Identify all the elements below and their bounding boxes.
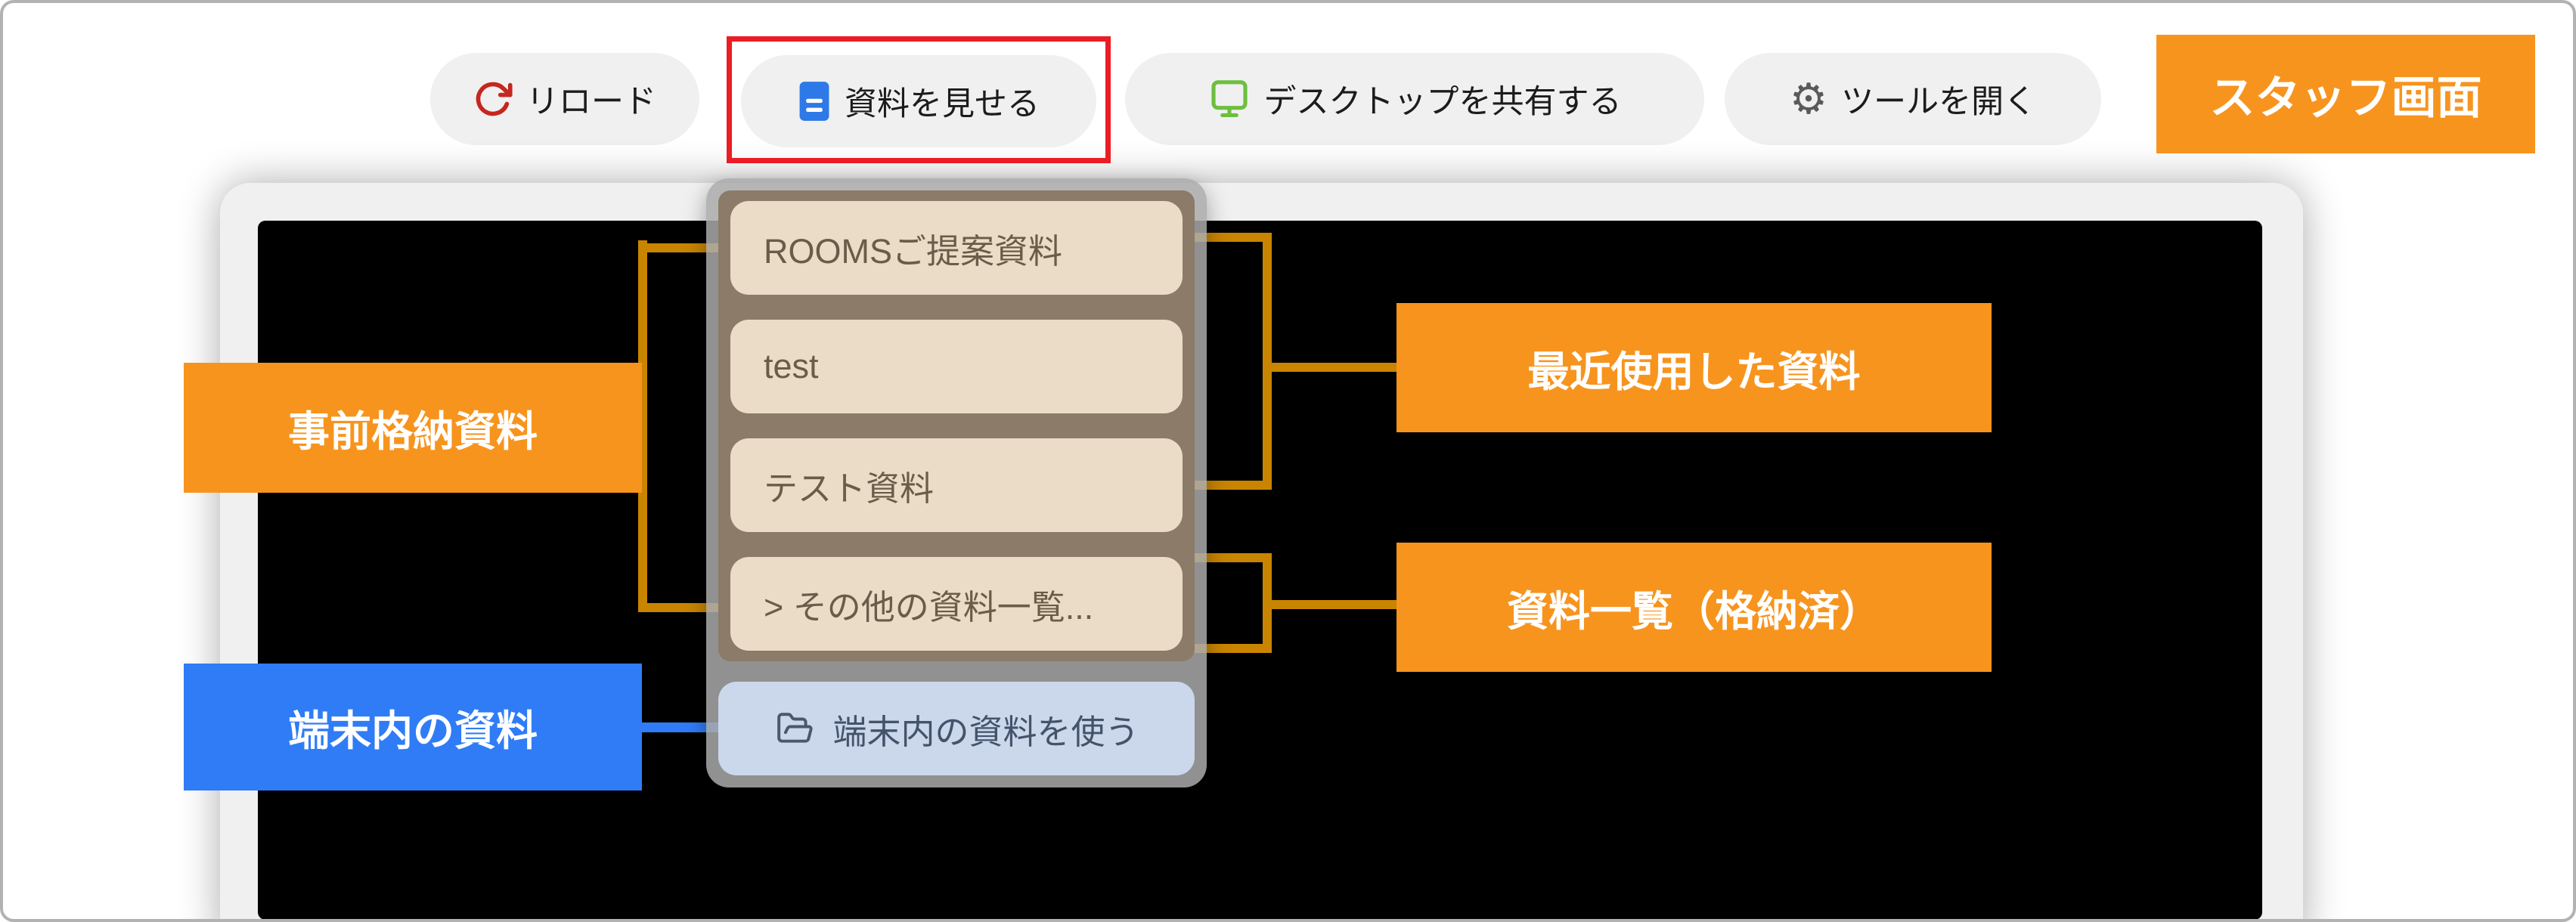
share-desktop-label: デスクトップを共有する bbox=[1263, 84, 1622, 120]
stored-documents-list: ROOMSご提案資料 test テスト資料 > その他の資料一覧... bbox=[718, 190, 1195, 661]
callout-doc-list: 資料一覧（格納済） bbox=[1396, 543, 1992, 672]
reload-icon bbox=[476, 82, 513, 116]
menu-item-label: ROOMSご提案資料 bbox=[764, 231, 1063, 271]
connector-recent-vertical bbox=[1263, 233, 1272, 490]
menu-item-label: test bbox=[764, 347, 819, 385]
open-tools-button[interactable]: ⚙︎ ツールを開く bbox=[1725, 53, 2101, 145]
menu-item-rooms-proposal[interactable]: ROOMSご提案資料 bbox=[730, 201, 1183, 295]
connector-left-vertical bbox=[638, 240, 647, 612]
document-icon bbox=[799, 82, 829, 121]
callout-stored-docs: 事前格納資料 bbox=[184, 363, 642, 493]
menu-item-label: テスト資料 bbox=[764, 469, 935, 508]
menu-item-use-device-docs[interactable]: 端末内の資料を使う bbox=[718, 682, 1195, 775]
reload-button[interactable]: リロード bbox=[430, 53, 699, 145]
callout-device-docs: 端末内の資料 bbox=[184, 664, 642, 791]
documents-dropdown-menu: ROOMSご提案資料 test テスト資料 > その他の資料一覧... 端末内の… bbox=[706, 178, 1207, 787]
menu-item-label: 端末内の資料を使う bbox=[832, 712, 1139, 751]
menu-item-test-docs[interactable]: テスト資料 bbox=[730, 438, 1183, 532]
show-documents-label: 資料を見せる bbox=[845, 86, 1040, 122]
callout-recent-docs: 最近使用した資料 bbox=[1396, 303, 1992, 432]
show-documents-button[interactable]: 資料を見せる bbox=[741, 55, 1096, 147]
gear-icon: ⚙︎ bbox=[1789, 75, 1828, 122]
menu-item-label: > その他の資料一覧... bbox=[764, 587, 1094, 627]
share-desktop-button[interactable]: デスクトップを共有する bbox=[1125, 53, 1704, 145]
connector-recent-mid bbox=[1263, 363, 1399, 372]
connector-list-mid bbox=[1263, 600, 1399, 609]
open-tools-label: ツールを開く bbox=[1841, 84, 2037, 120]
staff-screen-badge: スタッフ画面 bbox=[2156, 35, 2535, 153]
menu-item-test[interactable]: test bbox=[730, 320, 1183, 413]
menu-item-other-docs-list[interactable]: > その他の資料一覧... bbox=[730, 557, 1183, 651]
desktop-share-icon bbox=[1211, 80, 1248, 118]
highlight-red-frame: 資料を見せる bbox=[727, 36, 1111, 163]
folder-open-icon bbox=[777, 713, 814, 743]
reload-label: リロード bbox=[526, 84, 656, 120]
